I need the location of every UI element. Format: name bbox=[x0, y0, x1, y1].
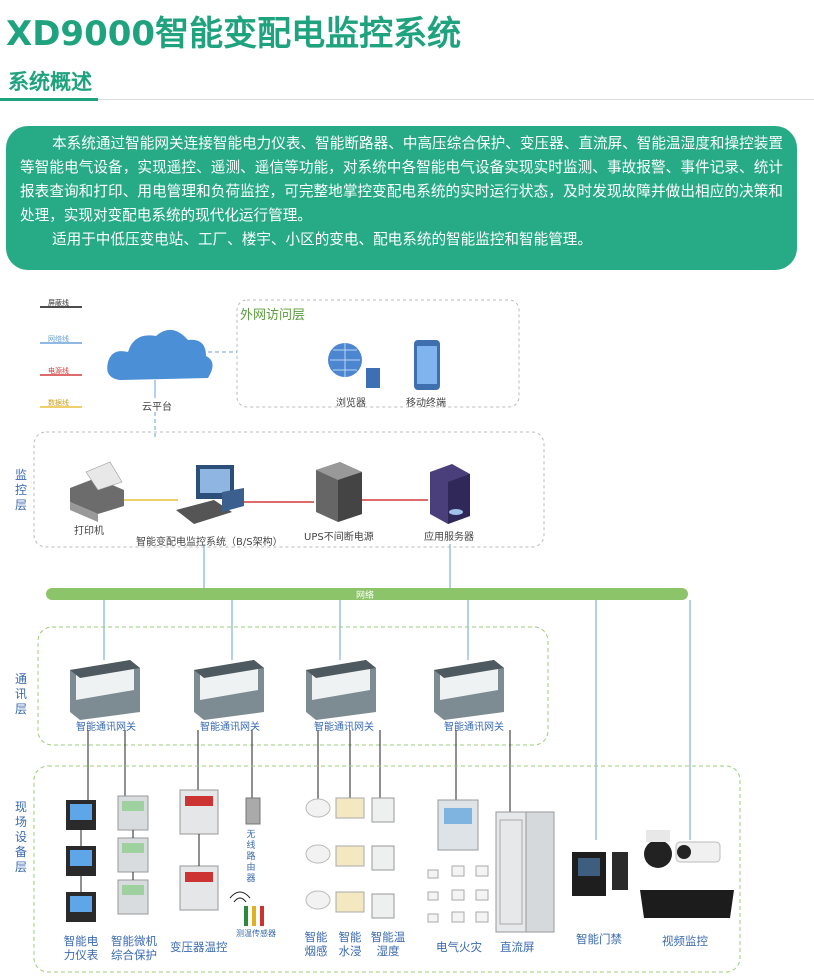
monitor-layer-label: 监控层 bbox=[14, 468, 28, 513]
network-bus-label: 网络 bbox=[356, 588, 374, 601]
access-label: 智能门禁 bbox=[576, 932, 622, 946]
printer-icon bbox=[70, 462, 124, 522]
temp-sensor-label: 测温传感器 bbox=[236, 928, 276, 939]
browser-label: 浏览器 bbox=[336, 394, 366, 409]
router-icon bbox=[246, 798, 260, 824]
workstation-label: 智能变配电监控系统（B/S架构） bbox=[136, 533, 283, 548]
ups-icon bbox=[316, 462, 362, 522]
browser-icon bbox=[328, 343, 380, 388]
cloud-label: 云平台 bbox=[142, 398, 172, 413]
legend-data-label: 数据线 bbox=[48, 398, 69, 408]
app-server-icon bbox=[430, 464, 470, 524]
transformer-controller-icons bbox=[180, 790, 218, 910]
legend-shield-label: 屏蔽线 bbox=[48, 298, 69, 308]
gateway-label-1: 智能通讯网关 bbox=[76, 718, 136, 733]
printer-label: 打印机 bbox=[74, 522, 104, 537]
legend-power-label: 电源线 bbox=[48, 366, 69, 376]
temp-sensor-icon bbox=[230, 892, 264, 926]
mobile-icon bbox=[414, 340, 440, 390]
camera-icons bbox=[640, 830, 734, 918]
protection-label: 智能微机综合保护 bbox=[110, 934, 158, 962]
meter-label: 智能电力仪表 bbox=[62, 934, 100, 962]
gateway-icons bbox=[70, 660, 504, 720]
access-control-icon bbox=[572, 852, 628, 896]
meter-icons bbox=[66, 800, 96, 922]
humidity-sensor-icons bbox=[372, 798, 394, 918]
gateway-label-4: 智能通讯网关 bbox=[444, 718, 504, 733]
router-label: 无线路由器 bbox=[246, 830, 256, 885]
gateway-label-3: 智能通讯网关 bbox=[314, 718, 374, 733]
dc-cabinet-icon bbox=[496, 812, 554, 932]
smoke-label: 智能烟感 bbox=[302, 930, 330, 958]
protection-icons bbox=[118, 796, 148, 914]
field-layer-label: 现场设备层 bbox=[14, 800, 28, 875]
humidity-label: 智能温湿度 bbox=[368, 930, 408, 958]
ups-label: UPS不间断电源 bbox=[304, 528, 374, 543]
app-server-label: 应用服务器 bbox=[424, 528, 474, 543]
workstation-icon bbox=[176, 465, 244, 524]
water-label: 智能水浸 bbox=[336, 930, 364, 958]
water-sensor-icons bbox=[336, 798, 364, 912]
gateway-label-2: 智能通讯网关 bbox=[200, 718, 260, 733]
smoke-sensor-icons bbox=[306, 799, 330, 909]
transformer-label: 变压器温控 bbox=[170, 940, 228, 954]
legend bbox=[40, 307, 82, 407]
external-layer-title: 外网访问层 bbox=[240, 304, 305, 323]
legend-network-label: 网络线 bbox=[48, 334, 69, 344]
video-label: 视频监控 bbox=[662, 934, 708, 948]
cloud-icon bbox=[107, 330, 212, 380]
fire-label: 电气火灾 bbox=[436, 940, 482, 954]
mobile-label: 移动终端 bbox=[406, 394, 446, 409]
dc-label: 直流屏 bbox=[500, 940, 535, 954]
comm-layer-label: 通讯层 bbox=[14, 672, 28, 717]
fire-monitor-icons bbox=[428, 800, 488, 922]
